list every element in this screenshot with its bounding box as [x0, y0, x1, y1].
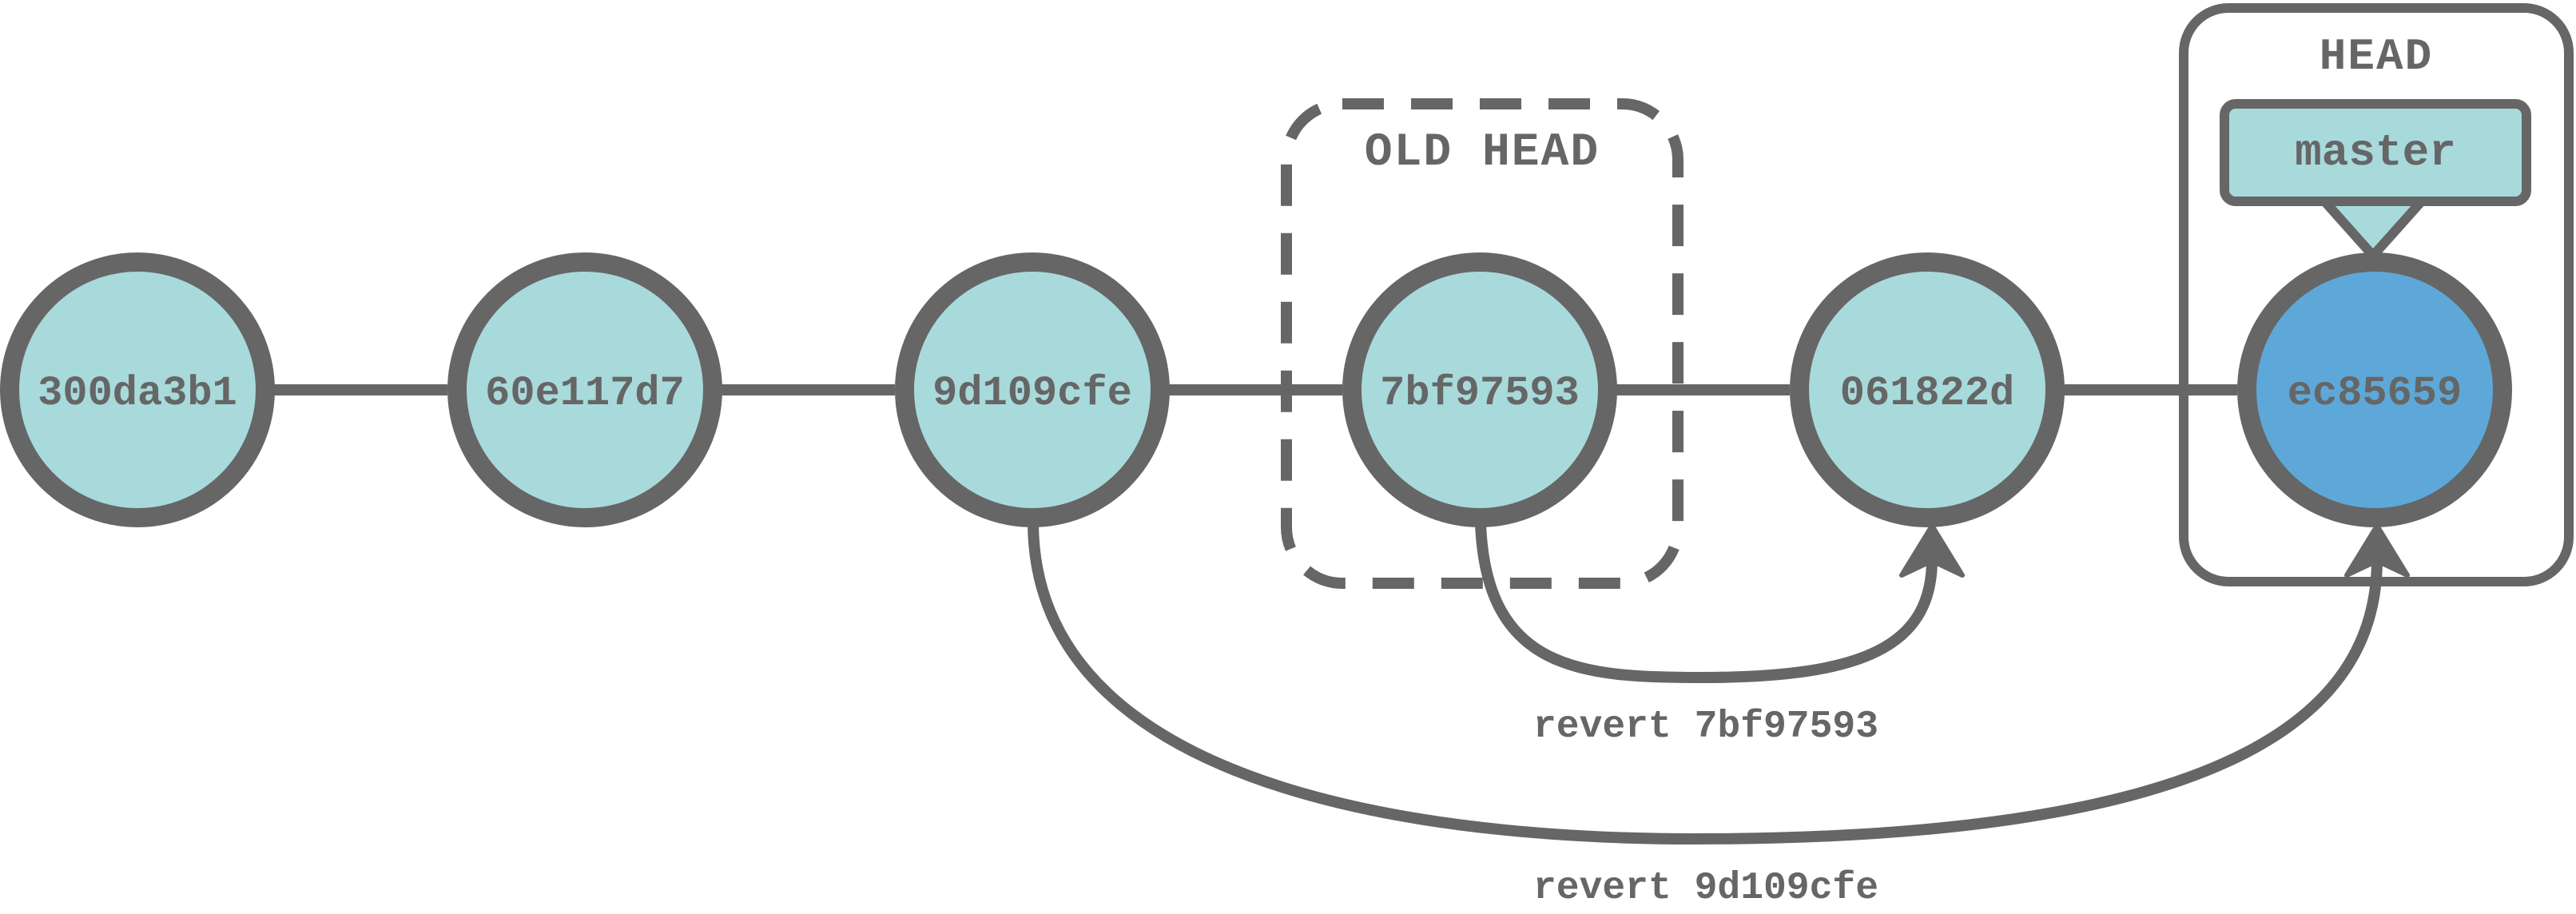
commit-node-7bf97593[interactable]	[1342, 252, 1617, 527]
revert-arrowheads	[1899, 523, 2410, 578]
commit-label: ec85659	[2288, 370, 2462, 417]
revert-arc-7bf97593	[1475, 523, 1938, 684]
commit-nodes	[0, 252, 2512, 527]
revert-arc-9d109cfe	[1028, 523, 2383, 845]
revert-label-9d109cfe: revert 9d109cfe	[1533, 867, 1878, 910]
branch-label-box	[2220, 99, 2531, 206]
revert-arcs	[1028, 523, 2383, 845]
commit-label: 061822d	[1840, 370, 2014, 417]
commit-node-300da3b1[interactable]	[0, 252, 275, 527]
arrowhead-to-ec85659	[2344, 523, 2410, 578]
commit-node-9d109cfe[interactable]	[895, 252, 1170, 527]
commit-label: 9d109cfe	[932, 370, 1132, 417]
head-label: HEAD	[2320, 31, 2433, 82]
commit-label: 60e117d7	[485, 370, 685, 417]
commit-node-60e117d7[interactable]	[447, 252, 722, 527]
old-head-box: OLD HEAD	[1281, 98, 1684, 589]
commit-node-ec85659[interactable]	[2237, 252, 2512, 527]
arrowhead-to-061822d	[1899, 523, 1965, 578]
revert-labels: revert 7bf97593 revert 9d109cfe	[1533, 705, 1878, 910]
revert-label-7bf97593: revert 7bf97593	[1533, 705, 1878, 749]
commit-label: 300da3b1	[38, 370, 237, 417]
master-branch-pointer: master	[2220, 99, 2531, 260]
commit-label: 7bf97593	[1380, 370, 1580, 417]
old-head-label: OLD HEAD	[1365, 127, 1600, 179]
commit-node-061822d[interactable]	[1790, 252, 2065, 527]
commit-labels: 300da3b1 60e117d7 9d109cfe 7bf97593 0618…	[38, 370, 2462, 417]
branch-label: master	[2295, 127, 2456, 178]
